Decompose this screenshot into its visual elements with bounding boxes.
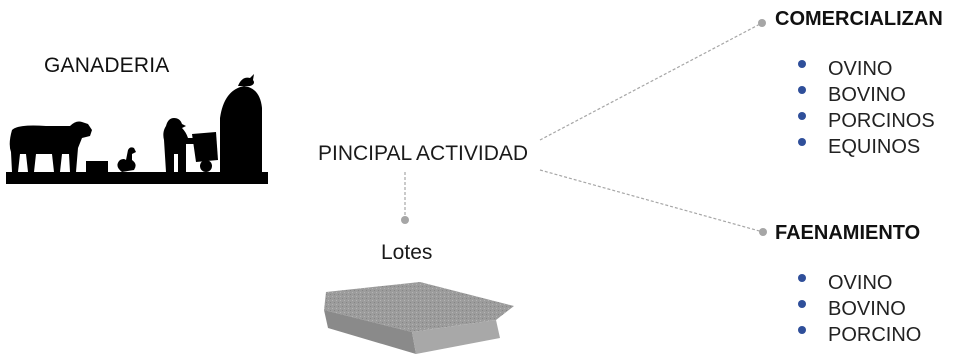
list-item: OVINO — [790, 270, 921, 296]
list-item: PORCINO — [790, 322, 921, 348]
comercializan-title: COMERCIALIZAN — [775, 8, 943, 30]
bullet-icon — [798, 274, 806, 282]
connector-dot-lotes — [401, 216, 409, 224]
bullet-icon — [798, 86, 806, 94]
main-activity-label: PINCIPAL ACTIVIDAD — [318, 142, 529, 165]
bullet-icon — [798, 138, 806, 146]
list-item-label: OVINO — [828, 272, 893, 294]
faenamiento-list: OVINO BOVINO PORCINO — [790, 270, 921, 348]
list-item: OVINO — [790, 56, 935, 82]
bullet-icon — [798, 60, 806, 68]
bullet-icon — [798, 112, 806, 120]
list-item-label: PORCINOS — [828, 110, 935, 132]
list-item-label: PORCINO — [828, 324, 922, 346]
list-item: PORCINOS — [790, 108, 935, 134]
list-item-label: EQUINOS — [828, 136, 921, 158]
bullet-icon — [798, 326, 806, 334]
ganaderia-title: GANADERIA — [44, 54, 170, 77]
list-item-label: BOVINO — [828, 84, 906, 106]
bullet-icon — [798, 300, 806, 308]
farm-silhouette-icon — [6, 74, 268, 184]
lotes-label: Lotes — [381, 241, 433, 264]
comercializan-list: OVINO BOVINO PORCINOS EQUINOS — [790, 56, 935, 160]
land-plot-icon — [324, 282, 514, 354]
connector-to-comercializan — [539, 22, 763, 141]
connector-dot-comercializan — [758, 19, 766, 27]
list-item-label: BOVINO — [828, 298, 906, 320]
list-item: EQUINOS — [790, 134, 935, 160]
connector-to-faenamiento — [539, 169, 764, 233]
connector-dot-faenamiento — [759, 228, 767, 236]
list-item: BOVINO — [790, 296, 921, 322]
list-item-label: OVINO — [828, 58, 893, 80]
faenamiento-title: FAENAMIENTO — [775, 222, 921, 244]
list-item: BOVINO — [790, 82, 935, 108]
